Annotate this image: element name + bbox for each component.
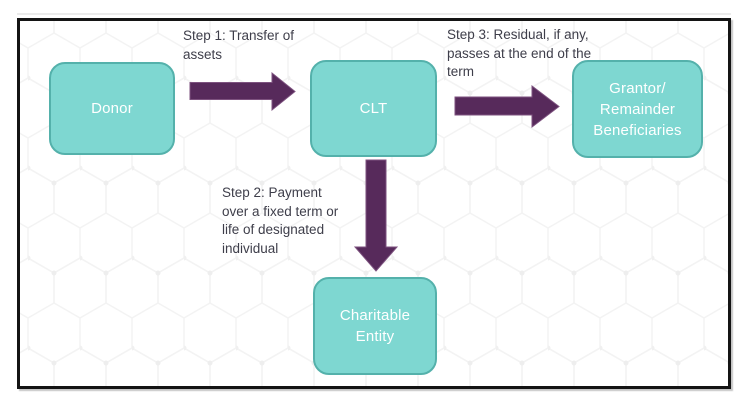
node-clt-label: CLT — [359, 100, 388, 117]
node-charitable-entity: Charitable Entity — [313, 277, 437, 375]
step3-label: Step 3: Residual, if any, passes at the … — [447, 27, 592, 79]
node-charitable-label: Charitable Entity — [339, 307, 411, 345]
step1-label: Step 1: Transfer of assets — [183, 28, 295, 62]
node-grantor-label: Grantor/ Remainder Beneficiaries — [593, 79, 682, 139]
node-clt: CLT — [310, 60, 437, 157]
node-donor: Donor — [49, 62, 175, 155]
step2-label: Step 2: Payment over a fixed term or lif… — [222, 185, 339, 256]
node-donor-label: Donor — [91, 100, 133, 117]
slide-edge-line — [17, 13, 731, 15]
